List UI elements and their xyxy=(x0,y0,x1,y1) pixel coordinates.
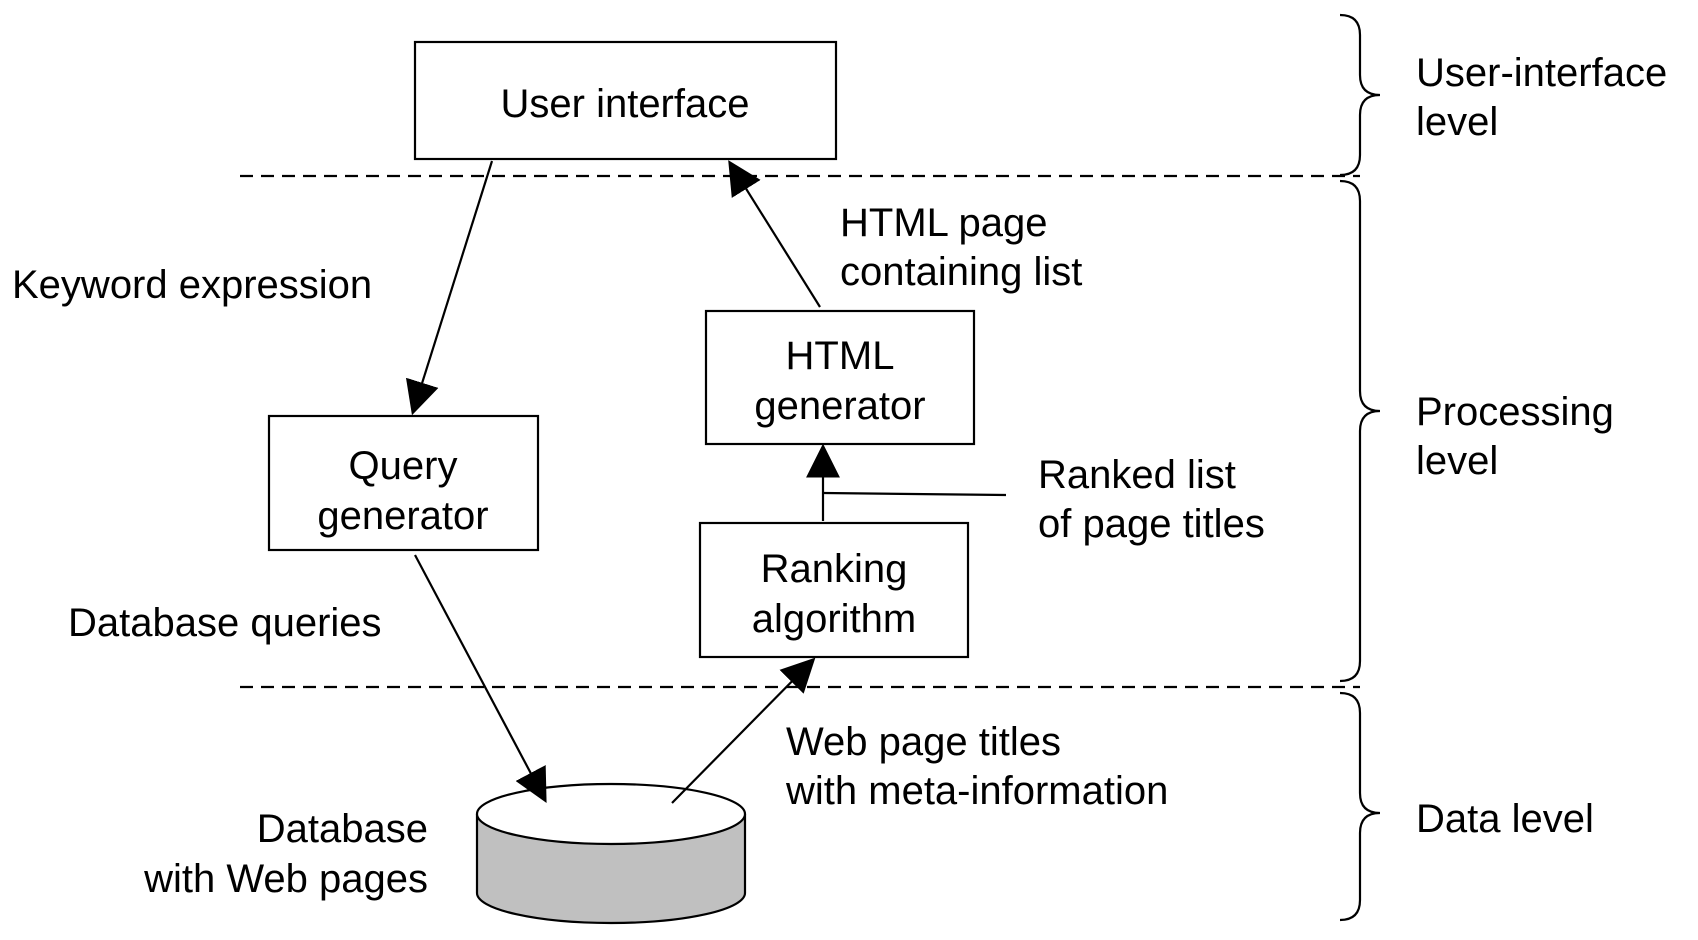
query-generator-box: Query generator xyxy=(267,414,540,552)
ranked-list-label-line1: Ranked list xyxy=(1038,453,1236,497)
web-page-titles-label-line1: Web page titles xyxy=(786,720,1061,764)
database-queries-label: Database queries xyxy=(68,601,382,645)
database-cylinder-top xyxy=(475,782,747,846)
html-generator-label-line2: generator xyxy=(754,384,925,428)
brace-data-level xyxy=(1339,691,1381,922)
database-label-line2: with Web pages xyxy=(143,857,428,901)
processing-level-label-line2: level xyxy=(1416,439,1498,483)
ranking-algorithm-label-line2: algorithm xyxy=(752,597,917,641)
arrow-web-page-titles xyxy=(671,657,816,804)
processing-level-label-line1: Processing xyxy=(1416,390,1614,434)
user-interface-box: User interface xyxy=(413,40,838,161)
keyword-expression-label: Keyword expression xyxy=(12,263,372,307)
html-generator-box: HTML generator xyxy=(704,309,976,446)
html-page-label-line1: HTML page xyxy=(840,201,1048,245)
user-interface-label: User interface xyxy=(501,82,750,126)
ranked-list-leader-line xyxy=(823,491,1007,497)
user-interface-level-label-line1: User-interface xyxy=(1416,51,1667,95)
brace-processing-level xyxy=(1339,179,1381,683)
arrow-keyword-expression xyxy=(405,160,494,416)
database-cylinder xyxy=(475,782,747,925)
ranking-algorithm-box: Ranking algorithm xyxy=(698,521,970,659)
brace-user-interface-level xyxy=(1339,13,1381,177)
ranked-list-label-line2: of page titles xyxy=(1038,502,1265,546)
database-label-line1: Database xyxy=(257,807,428,851)
user-interface-level-label-line2: level xyxy=(1416,100,1498,144)
arrow-html-page xyxy=(728,160,821,308)
data-level-label: Data level xyxy=(1416,797,1594,841)
ranking-algorithm-label-line1: Ranking xyxy=(761,547,908,591)
html-page-label-line2: containing list xyxy=(840,250,1082,294)
web-page-titles-label-line2: with meta-information xyxy=(785,769,1168,813)
html-generator-label-line1: HTML xyxy=(786,334,895,378)
database-cylinder-body xyxy=(475,814,747,925)
query-generator-label-line2: generator xyxy=(317,494,488,538)
arrow-database-queries xyxy=(414,554,547,804)
query-generator-label-line1: Query xyxy=(349,444,458,488)
